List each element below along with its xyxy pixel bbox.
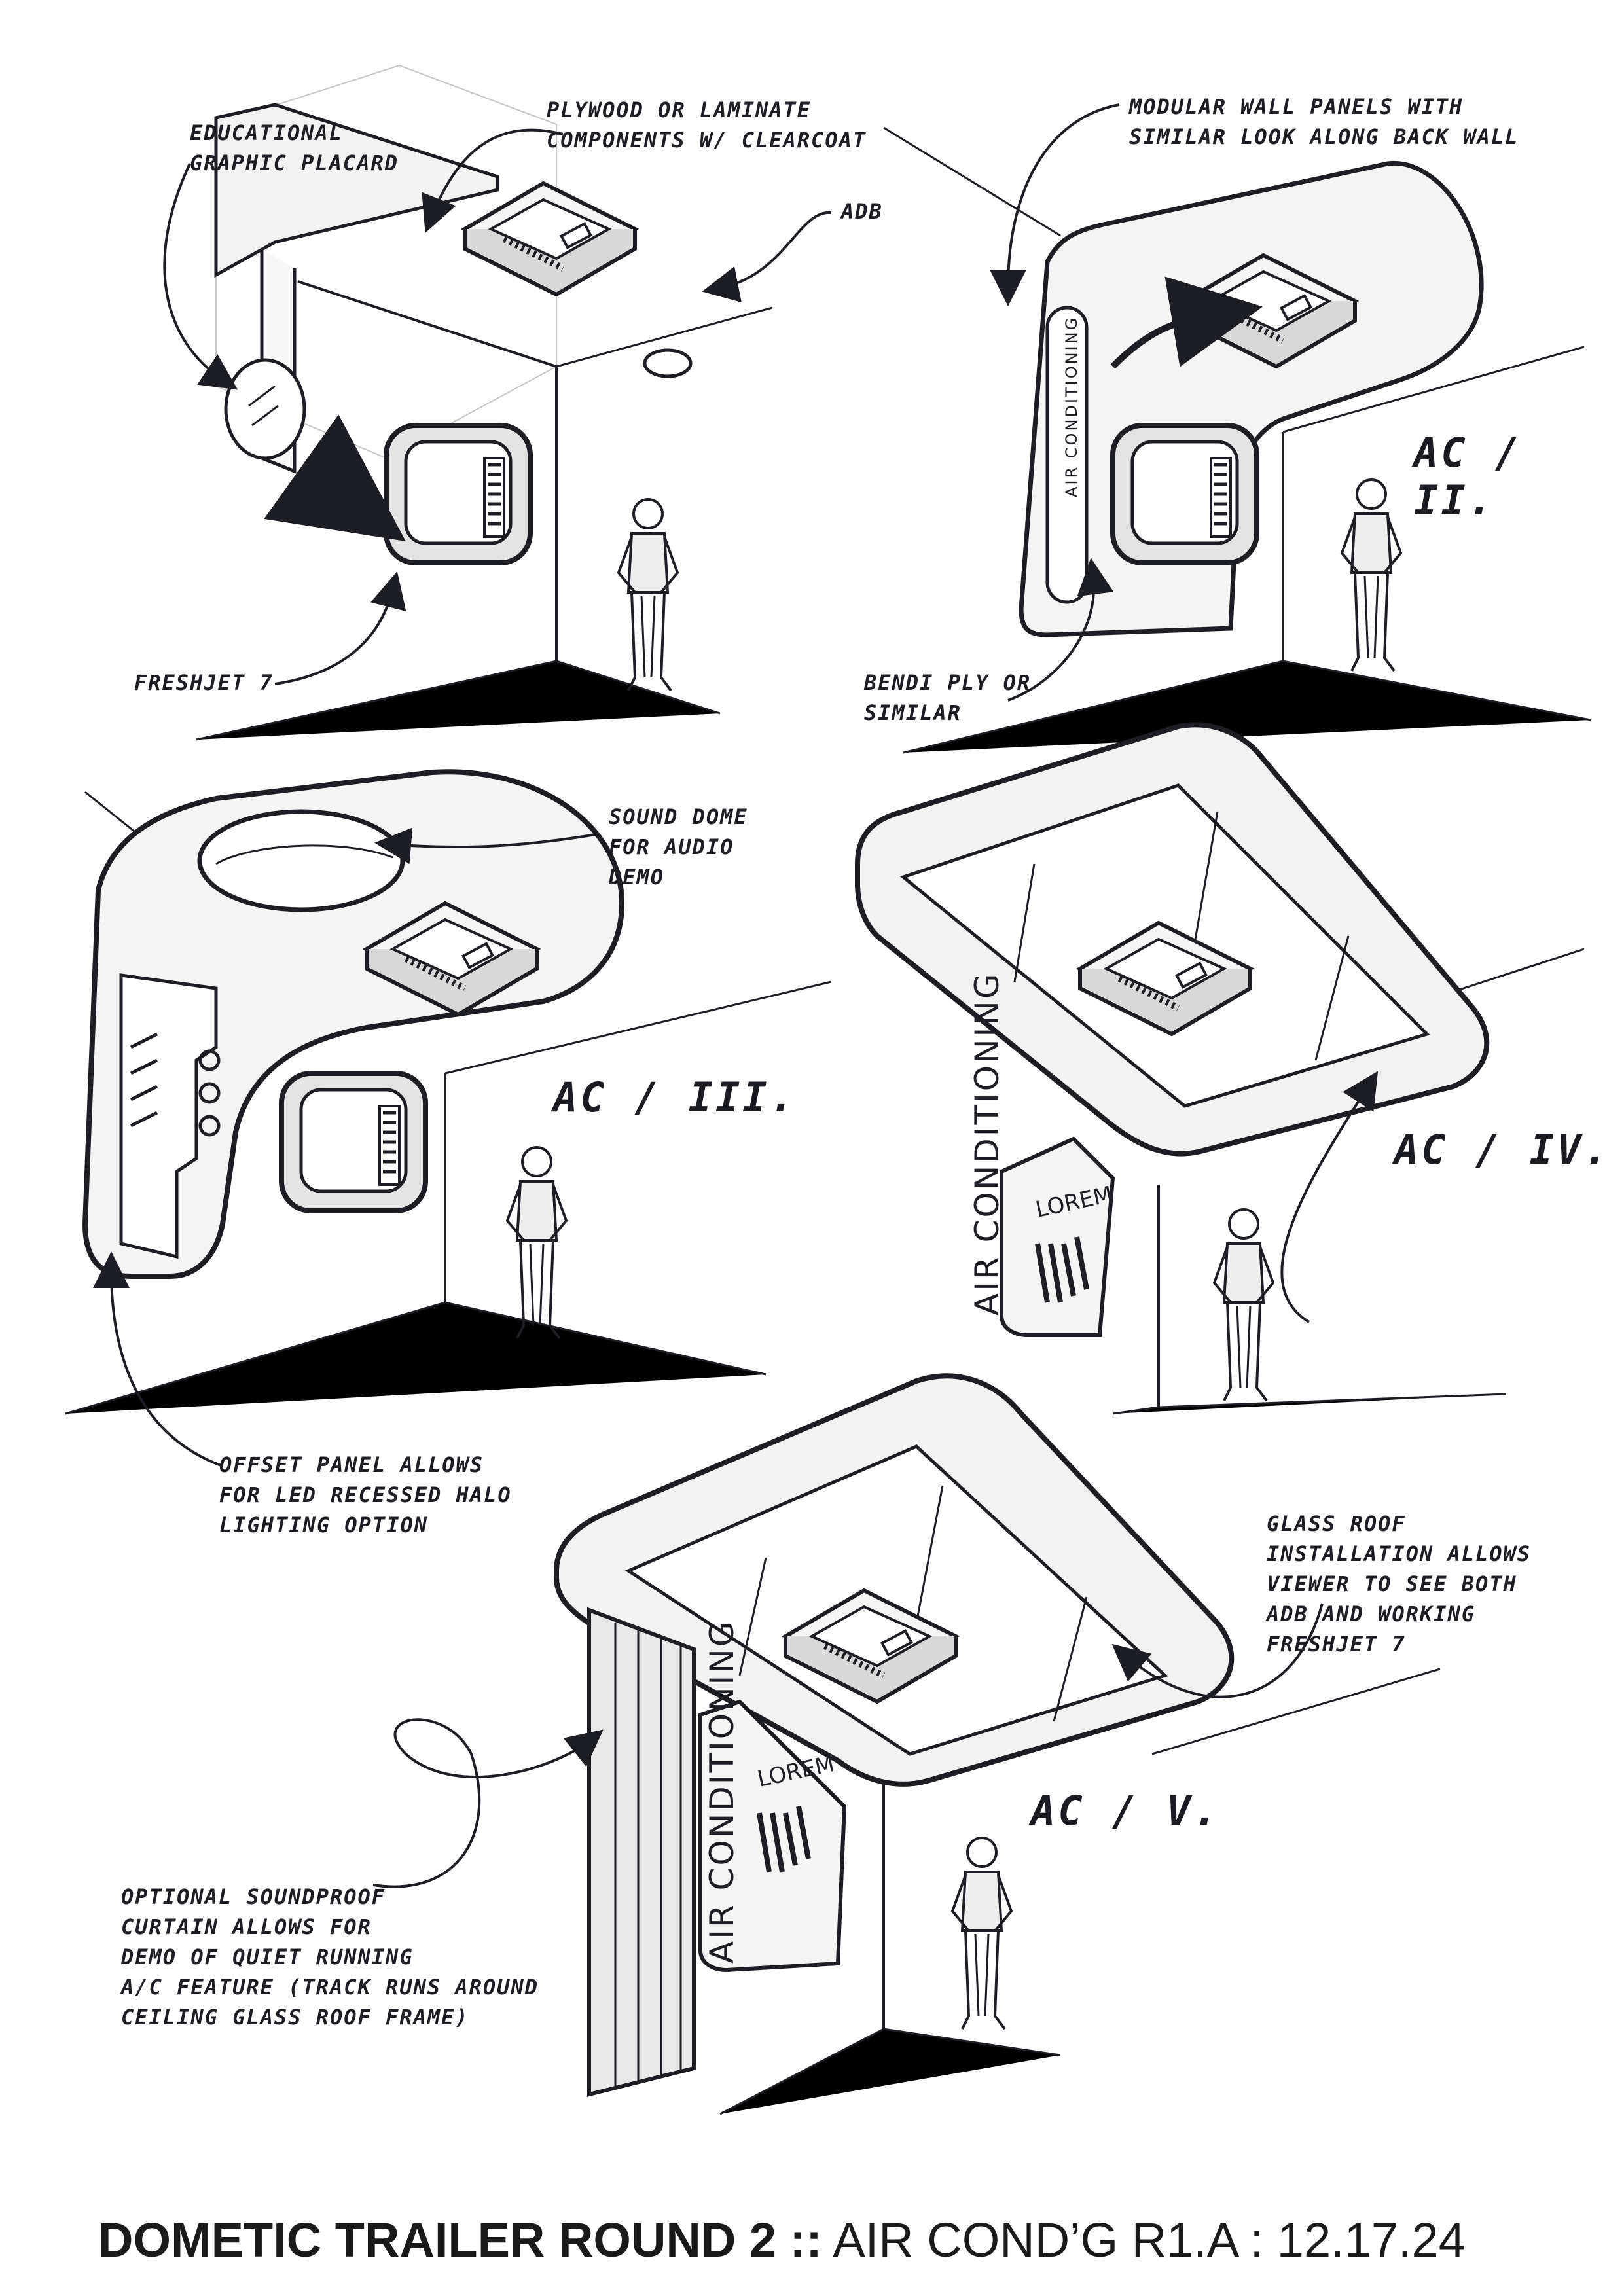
air-conditioning-panel-text: AIR CONDITIONING: [968, 972, 1006, 1316]
annotation-adb: ADB: [841, 199, 883, 224]
annotation-offset-panel: OFFSET PANEL ALLOWS FOR LED RECESSED HAL…: [219, 1452, 512, 1537]
concept-ac4: AIR CONDITIONING LOREM: [855, 722, 1585, 1415]
concept-ac2: AIR CONDITIONING: [883, 103, 1591, 754]
sheet-title-revision: AIR COND’G R1.A : 12.17.24: [821, 2213, 1466, 2267]
annotation-freshjet: FRESHJET 7: [134, 670, 274, 695]
annotation-educational-placard: EDUCATIONAL GRAPHIC PLACARD: [190, 120, 399, 175]
sheet-title: DOMETIC TRAILER ROUND 2 :: AIR COND’G R1…: [98, 2212, 1466, 2268]
concept-label-ac5: AC / V.: [1031, 1787, 1221, 1835]
annotation-soundproof-curtain: OPTIONAL SOUNDPROOF CURTAIN ALLOWS FOR D…: [121, 1884, 539, 2030]
annotation-modular-panels: MODULAR WALL PANELS WITH SIMILAR LOOK AL…: [1129, 94, 1519, 149]
annotation-plywood-components: PLYWOOD OR LAMINATE COMPONENTS W/ CLEARC…: [547, 98, 867, 152]
annotation-glass-roof: GLASS ROOF INSTALLATION ALLOWS VIEWER TO…: [1267, 1511, 1532, 1657]
air-conditioning-panel-text: AIR CONDITIONING: [1062, 316, 1081, 497]
concept-label-ac3: AC / III.: [553, 1073, 797, 1121]
concept-label-ac2: AC / II.: [1414, 429, 1523, 524]
concept-label-ac4: AC / IV.: [1394, 1126, 1611, 1174]
concept-ac3: [65, 769, 832, 1467]
concept-ac1: [163, 64, 832, 741]
annotation-bendi-ply: BENDI PLY OR SIMILAR: [864, 670, 1032, 725]
concept-ac5: AIR CONDITIONING LOREM: [372, 1373, 1441, 2115]
annotation-sound-dome: SOUND DOME FOR AUDIO DEMO: [609, 804, 748, 889]
sheet-title-project: DOMETIC TRAILER ROUND 2 ::: [98, 2213, 822, 2267]
air-conditioning-panel-text: AIR CONDITIONING: [703, 1620, 741, 1964]
